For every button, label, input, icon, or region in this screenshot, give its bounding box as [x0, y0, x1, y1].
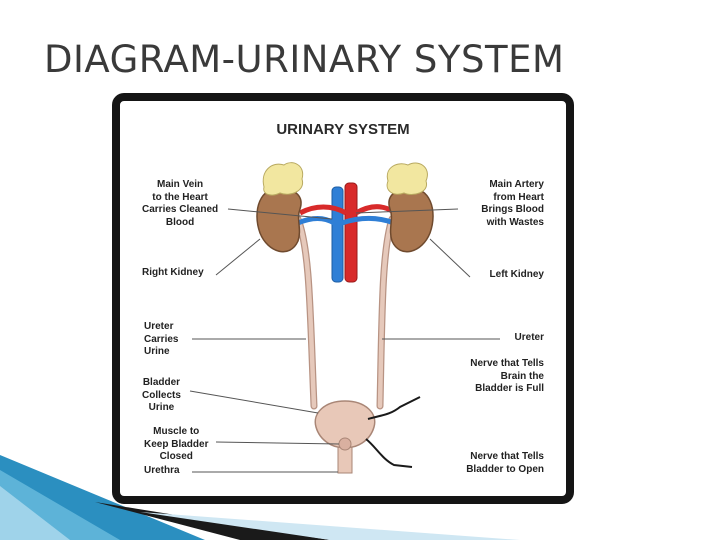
label-ureter-left: Ureter Carries Urine: [144, 321, 179, 357]
left-ureter-fill: [377, 216, 395, 409]
right-kidney: [256, 187, 302, 253]
leader-muscle: [215, 441, 340, 445]
label-urethra: Urethra: [144, 465, 180, 476]
renal-vein-right: [297, 216, 336, 226]
label-bladder: Bladder Collects Urine: [142, 377, 181, 413]
leader-left-kidney: [429, 238, 471, 278]
diagram-heading: URINARY SYSTEM: [276, 121, 410, 138]
left-adrenal-gland: [386, 162, 428, 195]
slide-title: DIAGRAM-URINARY SYSTEM: [44, 38, 565, 81]
leader-main-artery: [355, 208, 459, 214]
label-nerve-open: Nerve that Tells Bladder to Open: [466, 451, 544, 475]
label-right-kidney: Right Kidney: [142, 267, 204, 278]
leader-main-vein: [227, 208, 333, 220]
label-left-kidney: Left Kidney: [489, 269, 544, 280]
nerve-full: [367, 396, 421, 420]
bladder-muscle: [338, 437, 352, 451]
leader-bladder: [189, 390, 319, 414]
diagram-frame: URINARY SYSTEM: [112, 93, 574, 504]
main-vein: [331, 186, 344, 283]
renal-vein-left: [341, 216, 395, 226]
label-nerve-full: Nerve that Tells Brain the Bladder is Fu…: [470, 358, 544, 394]
right-adrenal-gland: [262, 162, 304, 196]
main-artery: [344, 182, 358, 283]
nerve-open: [365, 438, 413, 468]
leader-right-kidney: [215, 238, 261, 276]
label-main-artery: Main Artery from Heart Brings Blood with…: [481, 179, 544, 228]
renal-artery-left: [354, 204, 394, 216]
urinary-system-illustration: [189, 162, 500, 474]
left-kidney: [388, 187, 434, 253]
renal-artery-right: [298, 204, 348, 216]
label-muscle: Muscle to Keep Bladder Closed: [144, 426, 209, 462]
right-ureter-fill: [295, 216, 317, 409]
label-main-vein: Main Vein to the Heart Carries Cleaned B…: [142, 179, 219, 228]
label-ureter-right: Ureter: [514, 332, 544, 343]
